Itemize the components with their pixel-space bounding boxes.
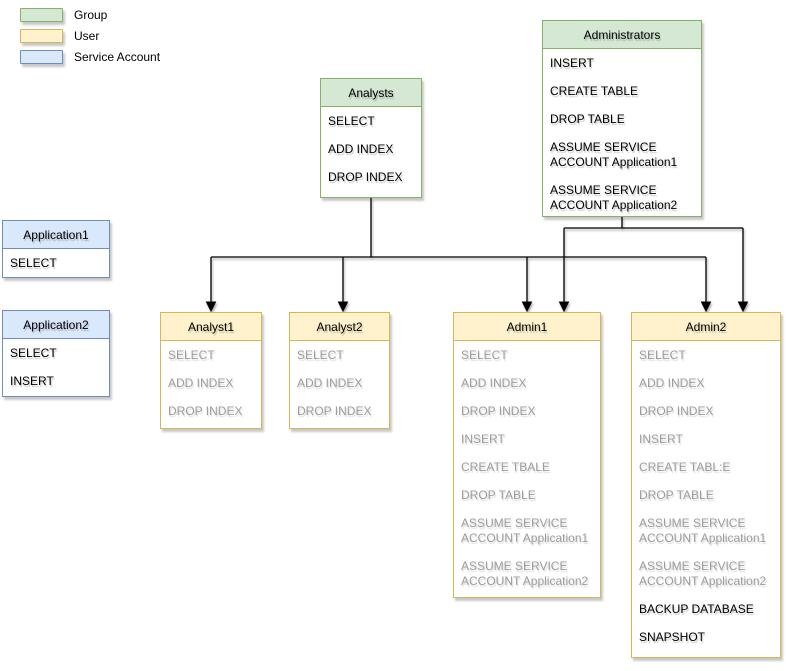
arrowhead-admin1-analysts <box>521 301 533 313</box>
inherited-permission-item: SELECT <box>639 348 686 362</box>
node-title: Analyst2 <box>290 313 389 341</box>
permission-item: CREATE TABLE <box>550 84 639 98</box>
inherited-permission-item: DROP INDEX <box>461 404 536 418</box>
node-analyst2-user[interactable]: Analyst2 SELECT ADD INDEX DROP INDEX <box>289 312 390 429</box>
permission-item: SELECT <box>328 114 375 128</box>
legend-label-group: Group <box>74 7 108 22</box>
permission-item: DROP TABLE <box>550 112 625 126</box>
permission-item: DROP INDEX <box>328 170 403 184</box>
legend-label-user: User <box>74 28 100 43</box>
permission-item: ADD INDEX <box>328 142 394 156</box>
node-title: Administrators <box>543 21 701 49</box>
inherited-permission-item: ADD INDEX <box>461 376 527 390</box>
permission-list: SELECT ADD INDEX DROP INDEX <box>321 107 421 185</box>
inherited-permission-item: DROP TABLE <box>461 488 536 502</box>
node-title: Admin1 <box>454 313 600 341</box>
node-title: Application1 <box>3 221 109 249</box>
permission-list: SELECT INSERT <box>3 339 109 389</box>
legend-row-group: Group <box>20 7 160 22</box>
inherited-permission-item: ASSUME SERVICE ACCOUNT Application1 <box>639 516 767 545</box>
node-analysts-group[interactable]: Analysts SELECT ADD INDEX DROP INDEX <box>320 78 422 198</box>
node-title: Admin2 <box>632 313 780 341</box>
permission-list: SELECT <box>3 249 109 271</box>
arrowhead-admin2-administrators <box>737 301 749 313</box>
inherited-permission-item: SELECT <box>461 348 508 362</box>
legend-row-service-account: Service Account <box>20 49 161 64</box>
inherited-permission-item: DROP INDEX <box>168 404 243 418</box>
group-color-swatch <box>20 7 63 22</box>
arrowhead-analyst2 <box>337 301 349 313</box>
node-application2-service-account[interactable]: Application2 SELECT INSERT <box>2 310 110 397</box>
permission-list: SELECT ADD INDEX DROP INDEX INSERT CREATE TA… <box>632 341 780 645</box>
inherited-permission-item: DROP INDEX <box>639 404 714 418</box>
permission-item: SNAPSHOT <box>639 630 706 644</box>
inherited-permission-item: ADD INDEX <box>168 376 234 390</box>
inherited-permission-item: SELECT <box>297 348 344 362</box>
node-title: Analysts <box>321 79 421 107</box>
legend-row-user: User <box>20 28 160 43</box>
inherited-permission-item: SELECT <box>168 348 215 362</box>
node-application1-service-account[interactable]: Application1 SELECT <box>2 220 110 278</box>
permission-list: SELECT ADD INDEX DROP INDEX <box>161 341 261 419</box>
permission-item: INSERT <box>550 56 594 70</box>
permission-item: SELECT <box>10 346 57 360</box>
inherited-permission-item: CREATE TBALE <box>461 460 550 474</box>
permission-list: SELECT ADD INDEX DROP INDEX <box>290 341 389 419</box>
node-admin1-user[interactable]: Admin1 SELECT ADD INDEX DROP INDEX INSERT CR… <box>453 312 601 598</box>
arrowhead-admin1-administrators <box>558 301 570 313</box>
inherited-permission-item: ADD INDEX <box>639 376 705 390</box>
inherited-permission-item: ADD INDEX <box>297 376 363 390</box>
inherited-permission-item: DROP TABLE <box>639 488 714 502</box>
inherited-permission-item: ASSUME SERVICE ACCOUNT Application2 <box>461 559 589 588</box>
node-analyst1-user[interactable]: Analyst1 SELECT ADD INDEX DROP INDEX <box>160 312 262 429</box>
inherited-permission-item: INSERT <box>461 432 505 446</box>
inherited-permission-item: DROP INDEX <box>297 404 372 418</box>
node-title: Application2 <box>3 311 109 339</box>
inherited-permission-item: CREATE TABL:E <box>639 460 731 474</box>
node-title: Analyst1 <box>161 313 261 341</box>
permission-list: INSERT CREATE TABLE DROP TABLE ASSUME SERVI… <box>543 49 701 213</box>
permission-item: ASSUME SERVICE ACCOUNT Application1 <box>550 140 678 169</box>
node-administrators-group[interactable]: Administrators INSERT CREATE TABLE DROP TA… <box>542 20 702 217</box>
legend: Group User Service Account <box>20 7 161 71</box>
permission-item: BACKUP DATABASE <box>639 602 754 616</box>
permission-list: SELECT ADD INDEX DROP INDEX INSERT CREATE TB… <box>454 341 600 589</box>
arrowhead-analyst1 <box>205 301 217 313</box>
permission-item: ASSUME SERVICE ACCOUNT Application2 <box>550 183 678 212</box>
permission-item: SELECT <box>10 256 57 270</box>
inherited-permission-item: ASSUME SERVICE ACCOUNT Application2 <box>639 559 767 588</box>
inherited-permission-item: INSERT <box>639 432 683 446</box>
legend-label-service-account: Service Account <box>74 49 161 64</box>
user-color-swatch <box>20 28 63 43</box>
permission-item: INSERT <box>10 374 54 388</box>
node-admin2-user[interactable]: Admin2 SELECT ADD INDEX DROP INDEX INSERT CR… <box>631 312 781 658</box>
service-account-color-swatch <box>20 49 63 64</box>
inherited-permission-item: ASSUME SERVICE ACCOUNT Application1 <box>461 516 589 545</box>
arrowhead-admin2-analysts <box>700 301 712 313</box>
